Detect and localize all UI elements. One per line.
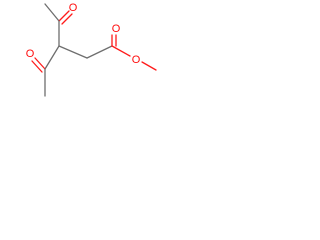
bond-ch-to-carbonyl-bottom <box>44 45 60 70</box>
bond-ch3-top-to-carbonyl <box>44 3 60 22</box>
oxygen-atom-top: O <box>69 2 78 14</box>
oxygen-atom-ester-carbonyl: O <box>112 23 121 35</box>
bond-ch2-to-ester-carbon <box>86 45 113 59</box>
bond-carbonyl-bottom-to-o-a <box>34 57 46 70</box>
bond-carbonyl-bottom-to-o-b <box>31 60 43 73</box>
bond-carbonyl-top-to-o-a <box>58 10 70 22</box>
bond-ester-carbon-to-o-single <box>111 45 131 57</box>
oxygen-atom-ester-single: O <box>132 54 141 66</box>
bond-carbonyl-top-to-o-b <box>61 13 73 25</box>
bond-ch-to-ch2 <box>58 45 88 59</box>
structure-diagram: O O O O <box>26 2 157 97</box>
bond-o-to-methyl <box>141 61 157 71</box>
oxygen-atom-bottom-left: O <box>26 48 35 60</box>
